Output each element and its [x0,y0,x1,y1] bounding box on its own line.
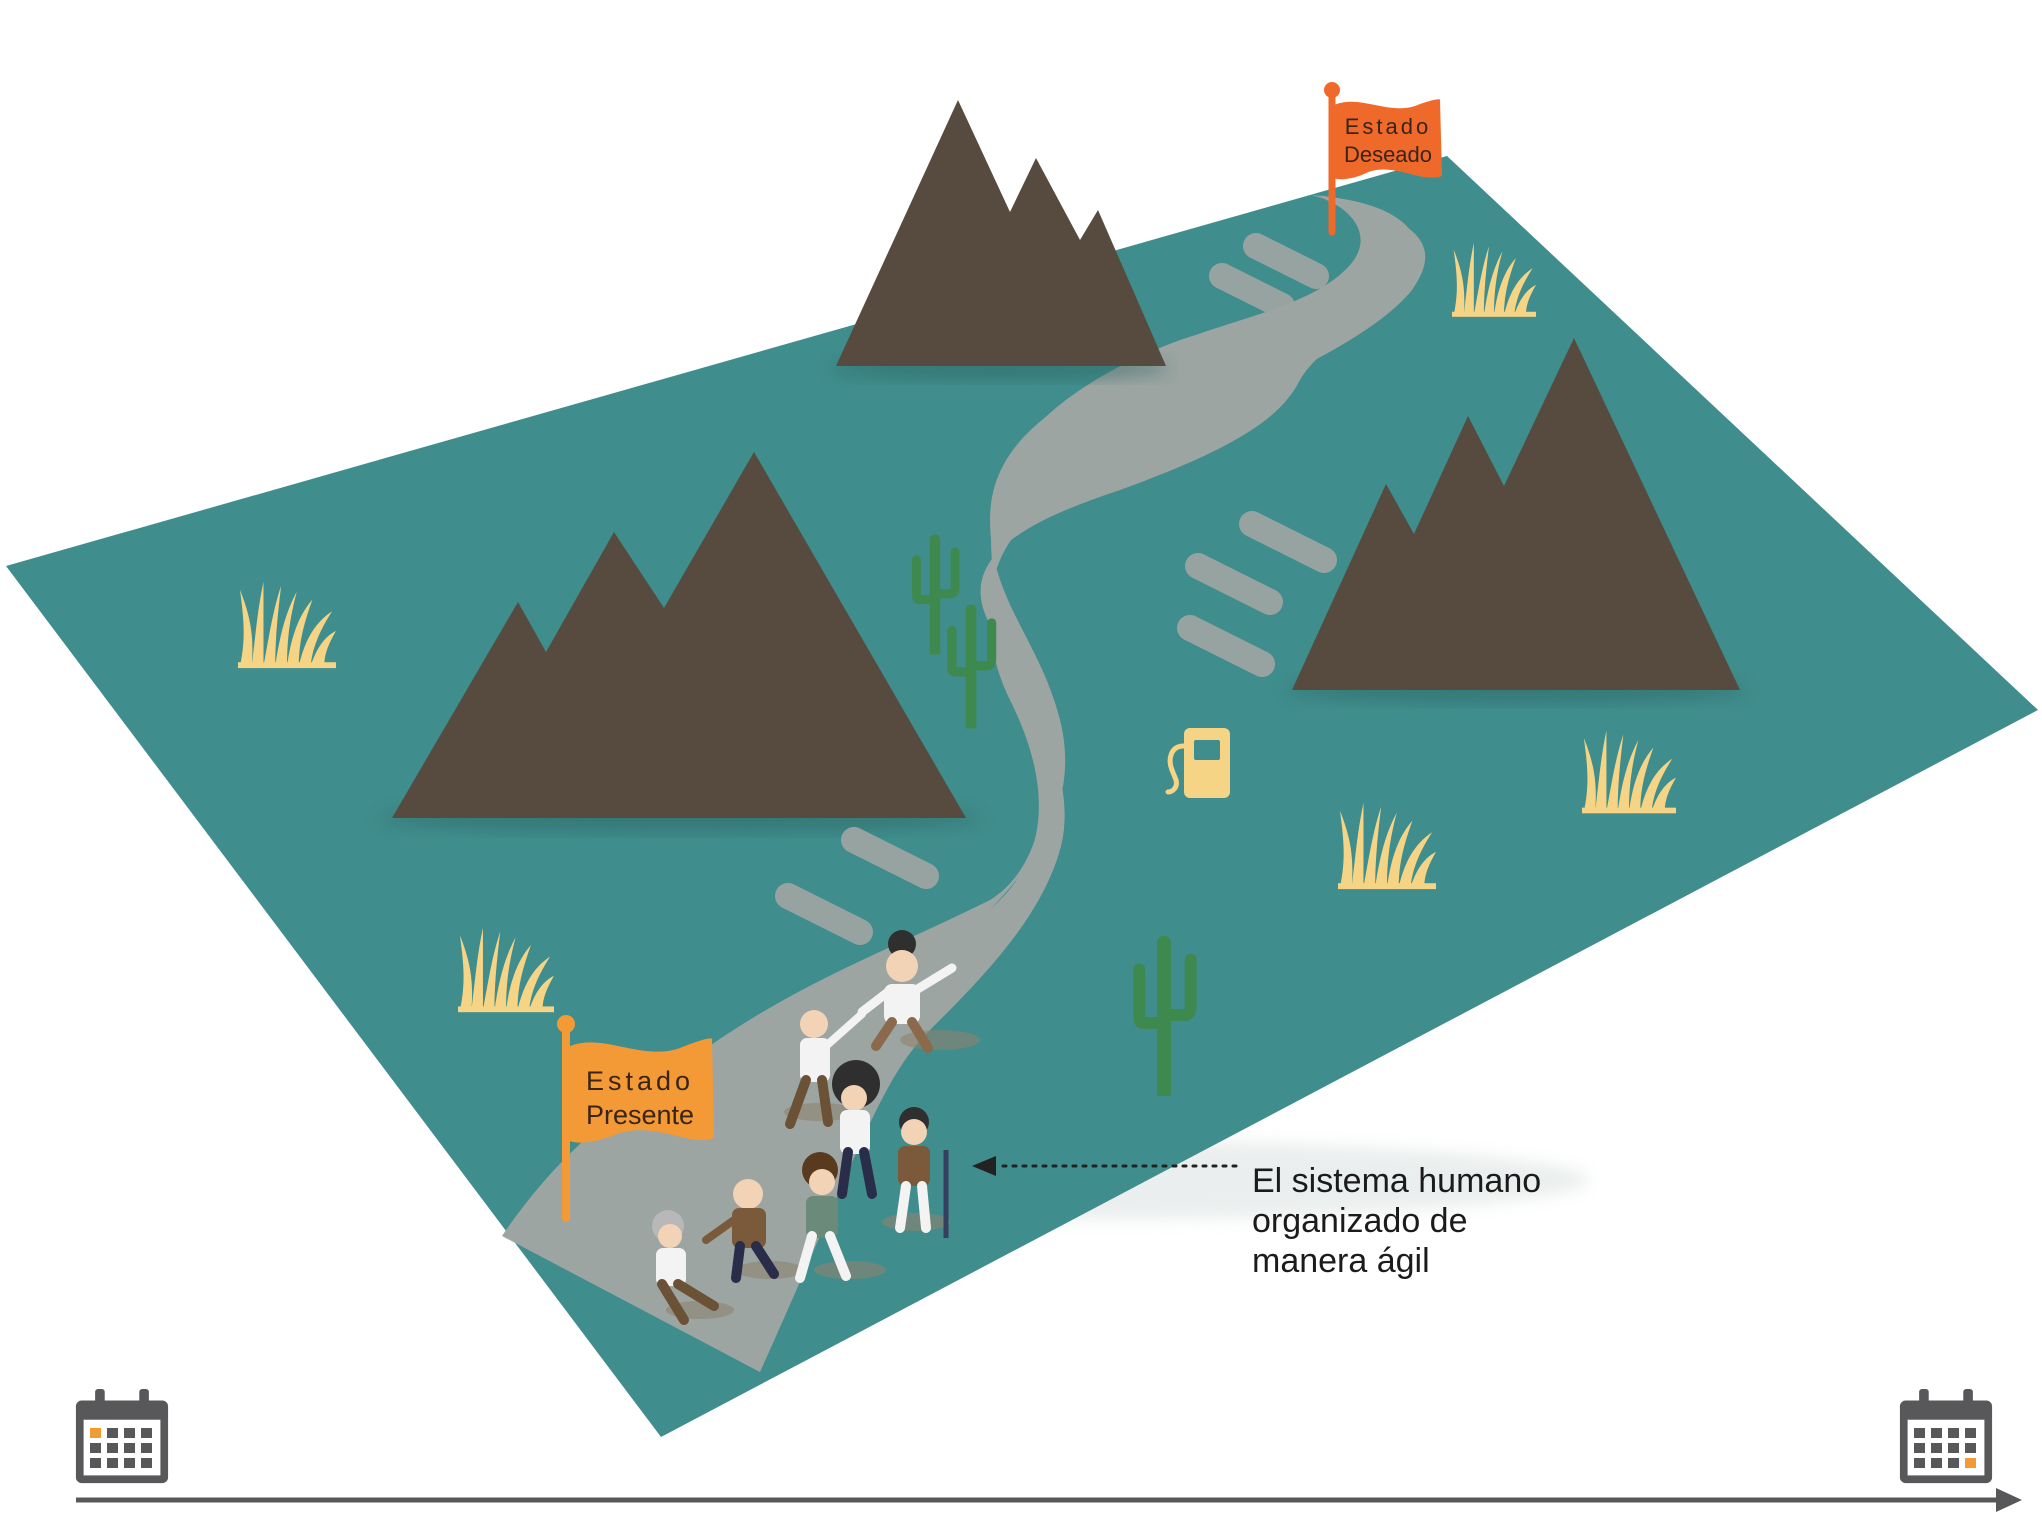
calendar-day [124,1458,135,1468]
person [702,1179,779,1283]
annotation-line1: El sistema humano [1252,1162,1541,1200]
calendar-day [1931,1428,1942,1438]
calendar-day [1914,1458,1925,1468]
calendar-icon [75,1389,169,1484]
annotation-line2: organizado de [1252,1202,1468,1240]
road-surface [502,195,1426,1372]
calendar-day [141,1428,152,1438]
people-group [652,930,980,1325]
calendar-day-highlighted [1965,1458,1976,1468]
annotation-pointer [972,1156,1238,1176]
person [785,1010,866,1129]
calendar-day [141,1458,152,1468]
person [895,1107,949,1238]
flag-present-line2: Presente [586,1100,694,1130]
person [857,930,957,1053]
calendar-day [1948,1458,1959,1468]
calendar-day-highlighted [90,1428,101,1438]
mountain-icon [380,452,980,832]
calendar-day [1948,1428,1959,1438]
calendar-day [1948,1443,1959,1453]
calendar-day [107,1458,118,1468]
flag-present-line1: Estado [586,1066,694,1096]
mountain-icon [830,100,1170,380]
person [652,1210,719,1325]
fuel-pump-icon [1165,728,1230,798]
calendar-day [1931,1458,1942,1468]
calendar-day [1914,1443,1925,1453]
flag-icon [1332,99,1442,180]
person [795,1152,851,1283]
calendar-day [90,1458,101,1468]
annotation-line3: manera ágil [1252,1242,1430,1280]
calendar-icon [1899,1389,1993,1484]
calendar-day [124,1443,135,1453]
calendar-day [124,1428,135,1438]
calendar-day [1965,1428,1976,1438]
mountain-icon [1286,338,1746,703]
calendar-day [1931,1443,1942,1453]
calendar-day [1965,1443,1976,1453]
flag-estado-presente: Estado Presente [557,1015,714,1222]
calendar-day [107,1428,118,1438]
calendar-day [1914,1428,1925,1438]
timeline-axis [76,1488,2022,1512]
flag-icon [566,1038,714,1143]
terrain-marks [775,233,1337,945]
person [832,1060,880,1199]
flag-desired-line1: Estado [1345,114,1432,139]
calendar-day [107,1443,118,1453]
flag-desired-line2: Deseado [1344,142,1432,167]
calendar-day [90,1443,101,1453]
flag-estado-deseado: Estado Deseado [1324,82,1442,236]
calendar-day [141,1443,152,1453]
